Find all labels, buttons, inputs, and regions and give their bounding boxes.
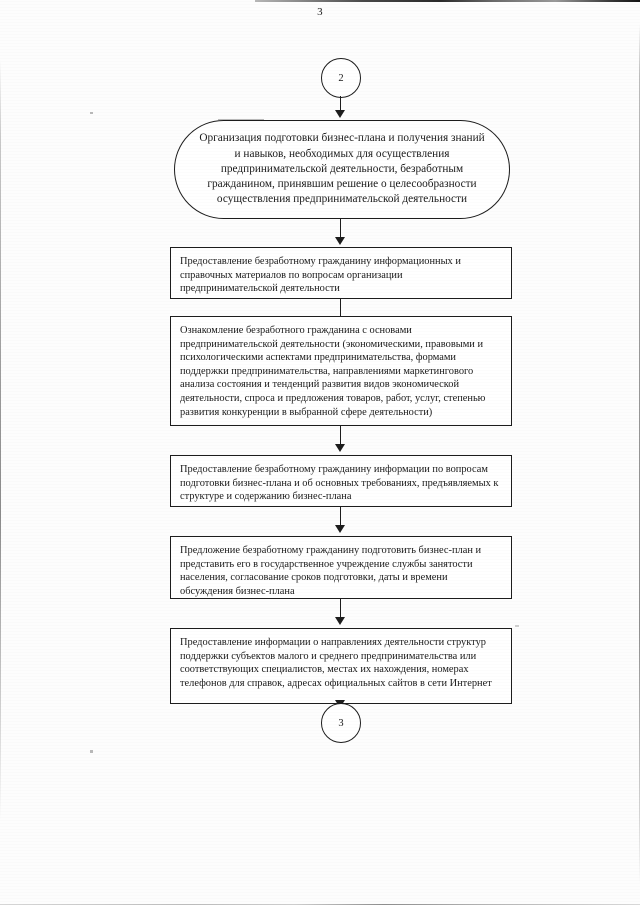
flow-node-step-1: Предоставление безработному гражданину и…: [170, 247, 512, 299]
scan-speck: [90, 750, 93, 753]
flow-connector-out-label: 3: [338, 717, 344, 729]
connector-line-1: [339, 96, 341, 112]
page-number: 3: [317, 6, 323, 18]
flow-node-stage-title: Организация подготовки бизнес-плана и по…: [174, 120, 510, 219]
scan-speck: [218, 119, 264, 120]
connector-line-6: [339, 599, 341, 619]
flow-node-step-3: Предоставление безработному гражданину и…: [170, 455, 512, 507]
flow-connector-in-label: 2: [338, 72, 344, 84]
flow-node-stage-title-label: Организация подготовки бизнес-плана и по…: [199, 132, 485, 206]
connector-arrow-4: [335, 444, 345, 452]
flow-node-step-3-label: Предоставление безработному гражданину и…: [180, 464, 499, 503]
flow-connector-in: 2: [321, 58, 361, 98]
scan-speck: [515, 625, 519, 627]
connector-line-2: [339, 219, 341, 239]
flow-node-step-4-label: Предложение безработному гражданину подг…: [180, 545, 482, 597]
flow-node-step-2: Ознакомление безработного гражданина с о…: [170, 316, 512, 426]
scan-speck: [90, 112, 93, 114]
connector-line-3: [339, 299, 341, 319]
flow-node-step-2-label: Ознакомление безработного гражданина с о…: [180, 325, 486, 418]
connector-line-5: [339, 507, 341, 527]
flow-node-step-4: Предложение безработному гражданину подг…: [170, 536, 512, 599]
connector-arrow-6: [335, 617, 345, 625]
flow-node-step-5-label: Предоставление информации о направлениях…: [180, 637, 492, 689]
scan-edge-left: [0, 60, 1, 820]
flow-node-step-1-label: Предоставление безработному гражданину и…: [180, 256, 461, 295]
connector-arrow-1: [335, 110, 345, 118]
flow-node-step-5: Предоставление информации о направлениях…: [170, 628, 512, 704]
flow-connector-out: 3: [321, 703, 361, 743]
connector-arrow-5: [335, 525, 345, 533]
scan-edge-top: [255, 0, 640, 2]
connector-line-4: [339, 426, 341, 446]
connector-arrow-2: [335, 237, 345, 245]
